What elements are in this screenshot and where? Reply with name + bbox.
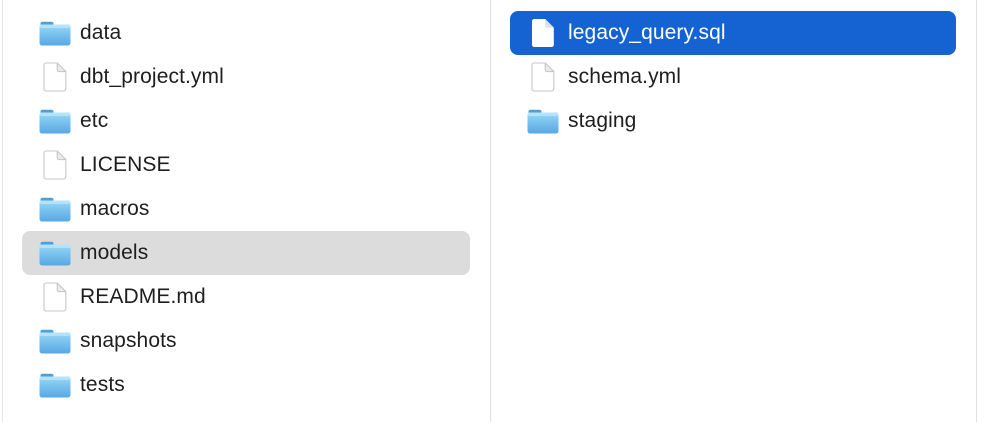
left-column-divider [2,0,3,422]
file-column-parent: data dbt_project.yml etc LICENSE macros … [3,0,491,422]
chevron-right-icon [446,332,457,350]
file-label: LICENSE [80,153,171,176]
folder-icon [38,193,72,225]
empty-next-column [977,0,984,422]
chevron-right-icon [446,24,457,42]
file-label: macros [80,197,150,220]
folder-icon [38,17,72,49]
file-row-readme-md[interactable]: README.md [22,275,470,319]
file-label: data [80,21,122,44]
file-icon [38,149,72,181]
file-label: snapshots [80,329,177,352]
file-row-etc[interactable]: etc [22,99,470,143]
chevron-right-icon [446,376,457,394]
folder-icon [526,105,560,137]
chevron-right-icon [932,112,943,130]
file-row-tests[interactable]: tests [22,363,470,407]
file-label: schema.yml [568,65,682,88]
file-row-snapshots[interactable]: snapshots [22,319,470,363]
file-row-legacy-query-sql-selected[interactable]: legacy_query.sql [510,11,956,55]
file-icon [38,61,72,93]
file-label: tests [80,373,125,396]
file-label: models [80,241,149,264]
file-row-schema-yml[interactable]: schema.yml [510,55,956,99]
folder-icon [38,325,72,357]
file-row-staging[interactable]: staging [510,99,956,143]
folder-icon [38,237,72,269]
file-label: staging [568,109,637,132]
file-row-models-selected[interactable]: models [22,231,470,275]
file-label: README.md [80,285,206,308]
file-icon [526,61,560,93]
file-row-license[interactable]: LICENSE [22,143,470,187]
file-label: etc [80,109,109,132]
file-row-dbt-project-yml[interactable]: dbt_project.yml [22,55,470,99]
chevron-right-icon [446,244,457,262]
chevron-right-icon [446,112,457,130]
file-row-macros[interactable]: macros [22,187,470,231]
file-label: dbt_project.yml [80,65,224,88]
folder-icon [38,369,72,401]
file-label: legacy_query.sql [568,21,726,44]
file-row-data[interactable]: data [22,11,470,55]
file-column-models-contents: legacy_query.sql schema.yml staging [491,0,977,422]
folder-icon [38,105,72,137]
file-icon [526,17,560,49]
file-icon [38,281,72,313]
chevron-right-icon [446,200,457,218]
